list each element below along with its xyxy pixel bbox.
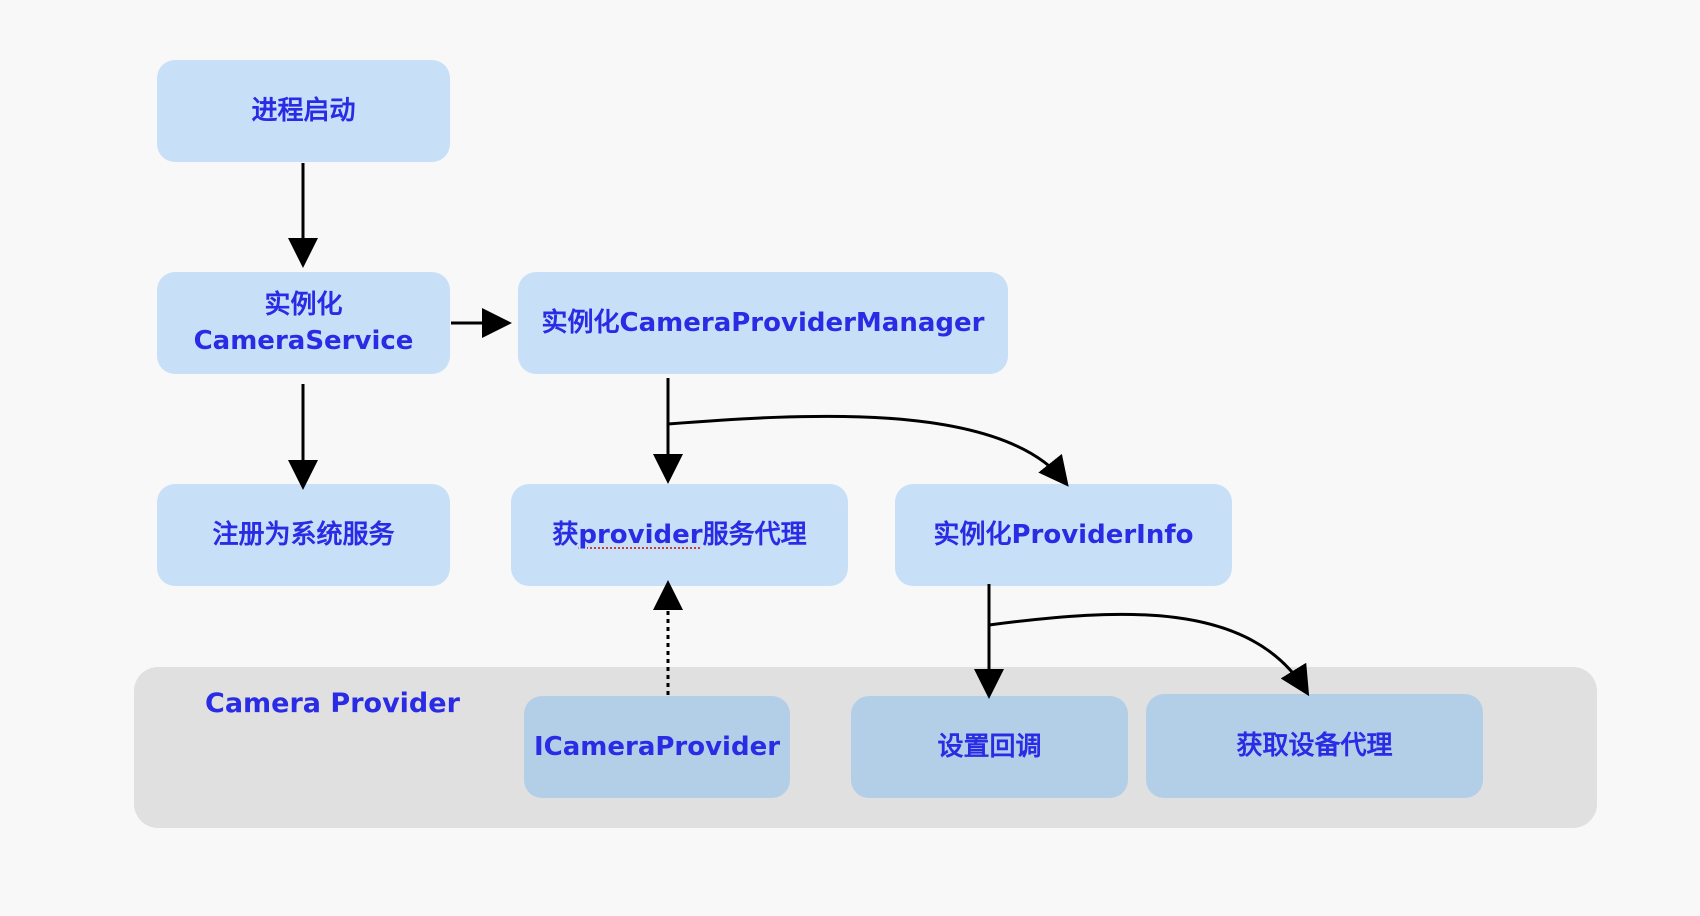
instantiate-provider-manager-node: 实例化CameraProviderManager bbox=[518, 272, 1008, 374]
instantiate-camera-service-node: 实例化 CameraService bbox=[157, 272, 450, 374]
get-provider-proxy-label: 获provider服务代理 bbox=[552, 517, 806, 553]
register-system-service-label: 注册为系统服务 bbox=[212, 520, 395, 550]
get-provider-proxy-suffix: 服务代理 bbox=[702, 520, 807, 550]
camera-provider-group-label: Camera Provider bbox=[205, 688, 460, 719]
arrow-provider-manager-to-provider-info bbox=[667, 414, 1069, 487]
process-start-label: 进程启动 bbox=[251, 96, 356, 126]
instantiate-camera-service-label: 实例化 CameraService bbox=[193, 290, 414, 356]
icamera-provider-label: ICameraProvider bbox=[533, 732, 781, 762]
get-device-proxy-node: 获取设备代理 bbox=[1146, 694, 1483, 798]
get-provider-proxy-prefix: 获 bbox=[552, 520, 579, 550]
get-provider-proxy-word: provider bbox=[578, 520, 703, 550]
get-provider-proxy-node: 获provider服务代理 bbox=[511, 484, 848, 586]
icamera-provider-node: ICameraProvider bbox=[524, 696, 790, 798]
register-system-service-node: 注册为系统服务 bbox=[157, 484, 450, 586]
process-start-node: 进程启动 bbox=[157, 60, 450, 162]
instantiate-provider-info-label: 实例化ProviderInfo bbox=[933, 520, 1194, 550]
instantiate-provider-info-node: 实例化ProviderInfo bbox=[895, 484, 1232, 586]
get-device-proxy-label: 获取设备代理 bbox=[1236, 731, 1393, 761]
set-callback-node: 设置回调 bbox=[851, 696, 1128, 798]
instantiate-provider-manager-label: 实例化CameraProviderManager bbox=[541, 308, 985, 338]
set-callback-label: 设置回调 bbox=[937, 732, 1042, 762]
